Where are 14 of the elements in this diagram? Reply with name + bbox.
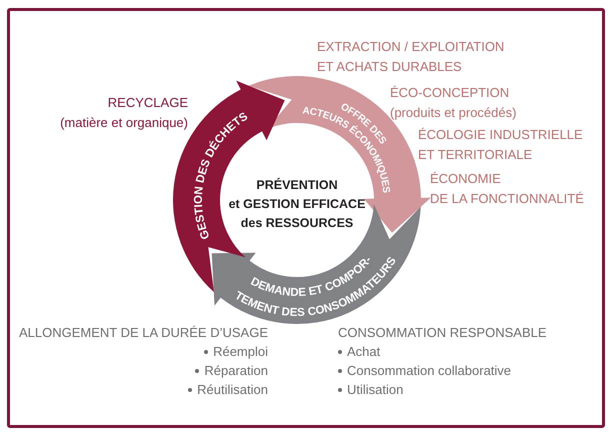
- list-item: Consommation collaborative: [347, 362, 512, 380]
- category-label: ÉCO-CONCEPTION (produits et procédés): [390, 84, 516, 122]
- category-label: ÉCOLOGIE INDUSTRIELLE ET TERRITORIALE: [418, 126, 583, 164]
- category-label: CONSOMMATION RESPONSABLE: [338, 324, 547, 342]
- category-label: EXTRACTION / EXPLOITATION ET ACHATS DURABLES: [317, 38, 504, 76]
- list-item: Réemploi: [213, 343, 268, 361]
- center-label: PRÉVENTION et GESTION EFFICACE des RESSOURCES: [228, 178, 366, 232]
- list-item: Achat: [347, 343, 380, 361]
- list-item: Utilisation: [347, 381, 404, 399]
- list-item: Réutilisation: [197, 381, 268, 399]
- list-item: Réparation: [204, 362, 268, 380]
- category-label: ALLONGEMENT DE LA DURÉE D’USAGE: [19, 324, 268, 342]
- category-label: ÉCONOMIE DE LA FONCTIONNALITÉ: [430, 170, 584, 208]
- category-label: RECYCLAGE (matière et organique): [60, 94, 188, 132]
